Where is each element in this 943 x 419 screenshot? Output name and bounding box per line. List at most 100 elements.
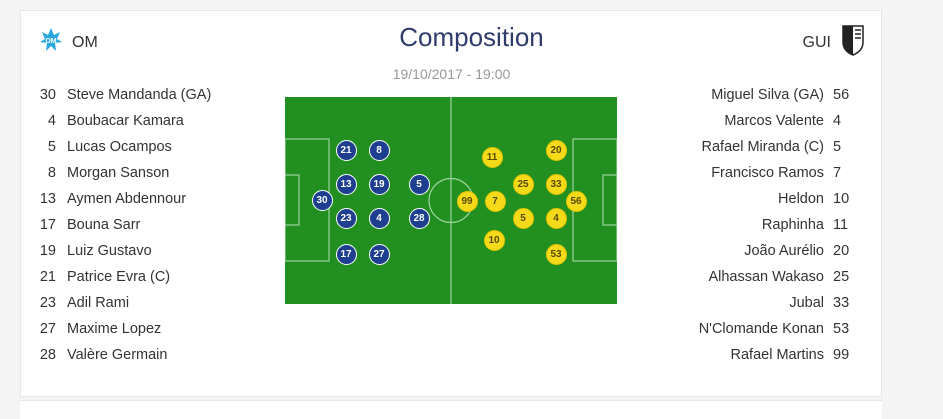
- page-title: Composition: [399, 22, 544, 52]
- player-number: 20: [833, 243, 850, 259]
- away-player-row: Rafael Martins 99: [699, 346, 859, 372]
- player-name: Bouna Sarr: [67, 217, 141, 233]
- home-player-row: 27 Maxime Lopez: [30, 320, 211, 346]
- player-number: 27: [39, 321, 56, 337]
- player-name: Marcos Valente: [724, 113, 824, 129]
- home-player-row: 17 Bouna Sarr: [30, 216, 211, 242]
- player-name: Valère Germain: [67, 347, 168, 363]
- player-name: Maxime Lopez: [67, 321, 162, 337]
- player-number: 23: [39, 295, 56, 311]
- player-number: 10: [833, 191, 850, 207]
- away-player-marker[interactable]: 25: [512, 173, 534, 195]
- player-number: 53: [833, 321, 850, 337]
- player-name: Rafael Miranda (C): [701, 139, 825, 155]
- away-player-row: Heldon 10: [699, 190, 859, 216]
- player-name: Alhassan Wakaso: [708, 269, 824, 285]
- home-team-name: OM: [72, 33, 98, 51]
- player-number: 99: [833, 347, 850, 363]
- player-name: Aymen Abdennour: [67, 191, 187, 207]
- player-number: 56: [833, 87, 850, 103]
- away-player-row: Miguel Silva (GA) 56: [699, 86, 859, 112]
- player-name: Francisco Ramos: [711, 165, 824, 181]
- player-number: 28: [39, 347, 56, 363]
- player-name: Luiz Gustavo: [67, 243, 152, 259]
- home-player-marker[interactable]: 28: [408, 207, 430, 229]
- player-number: 13: [39, 191, 56, 207]
- home-player-marker[interactable]: 23: [335, 207, 357, 229]
- away-player-marker[interactable]: 33: [545, 173, 567, 195]
- player-number: 30: [39, 87, 56, 103]
- away-player-row: Francisco Ramos 7: [699, 164, 859, 190]
- home-player-marker[interactable]: 13: [335, 173, 357, 195]
- player-name: N'Clomande Konan: [698, 321, 824, 337]
- player-name: Raphinha: [761, 217, 824, 233]
- match-date: 19/10/2017 - 19:00: [392, 66, 511, 82]
- home-player-row: 5 Lucas Ocampos: [30, 138, 211, 164]
- om-crest-icon: OM: [38, 26, 64, 59]
- home-player-marker[interactable]: 30: [311, 189, 333, 211]
- home-team-header: OM OM: [38, 26, 98, 59]
- home-player-marker[interactable]: 21: [335, 139, 357, 161]
- player-number: 4: [833, 113, 842, 129]
- player-name: Morgan Sanson: [67, 165, 170, 181]
- player-number: 5: [47, 139, 56, 155]
- player-number: 33: [833, 295, 850, 311]
- home-player-row: 8 Morgan Sanson: [30, 164, 211, 190]
- away-player-marker[interactable]: 5: [512, 207, 534, 229]
- player-name: Heldon: [778, 191, 824, 207]
- home-player-marker[interactable]: 5: [408, 173, 430, 195]
- player-name: Rafael Martins: [730, 347, 824, 363]
- player-number: 7: [833, 165, 842, 181]
- home-player-row: 23 Adil Rami: [30, 294, 211, 320]
- player-name: Jubal: [789, 295, 824, 311]
- player-number: 5: [833, 139, 842, 155]
- player-number: 11: [833, 217, 849, 233]
- away-player-row: Jubal 33: [699, 294, 859, 320]
- away-player-marker[interactable]: 4: [545, 207, 567, 229]
- home-player-marker[interactable]: 8: [368, 139, 390, 161]
- away-player-marker[interactable]: 53: [545, 243, 567, 265]
- away-team-header: GUI: [803, 24, 865, 61]
- home-player-marker[interactable]: 4: [368, 207, 390, 229]
- home-player-row: 19 Luiz Gustavo: [30, 242, 211, 268]
- away-player-row: João Aurélio 20: [699, 242, 859, 268]
- player-name: Steve Mandanda (GA): [67, 87, 212, 103]
- home-player-row: 13 Aymen Abdennour: [30, 190, 211, 216]
- player-number: 21: [39, 269, 56, 285]
- player-name: Miguel Silva (GA): [711, 87, 824, 103]
- gui-crest-icon: [841, 24, 865, 61]
- home-player-marker[interactable]: 27: [368, 243, 390, 265]
- away-player-marker[interactable]: 56: [565, 190, 587, 212]
- away-player-marker[interactable]: 7: [484, 190, 506, 212]
- player-number: 17: [39, 217, 56, 233]
- player-name: João Aurélio: [744, 243, 824, 259]
- away-player-row: Rafael Miranda (C) 5: [699, 138, 859, 164]
- away-player-row: Alhassan Wakaso 25: [699, 268, 859, 294]
- player-number: 19: [39, 243, 56, 259]
- home-player-row: 30 Steve Mandanda (GA): [30, 86, 211, 112]
- player-number: 8: [47, 165, 56, 181]
- away-team-name: GUI: [802, 33, 831, 51]
- home-player-row: 28 Valère Germain: [30, 346, 211, 372]
- away-player-marker[interactable]: 10: [483, 229, 505, 251]
- svg-text:OM: OM: [45, 38, 56, 45]
- home-player-marker[interactable]: 17: [335, 243, 357, 265]
- away-player-row: Marcos Valente 4: [699, 112, 859, 138]
- player-name: Lucas Ocampos: [67, 139, 172, 155]
- home-player-row: 21 Patrice Evra (C): [30, 268, 211, 294]
- away-player-marker[interactable]: 11: [481, 146, 503, 168]
- home-player-marker[interactable]: 19: [368, 173, 390, 195]
- away-player-marker[interactable]: 99: [456, 190, 478, 212]
- away-player-row: Raphinha 11: [699, 216, 859, 242]
- player-name: Boubacar Kamara: [67, 113, 184, 129]
- player-number: 25: [833, 269, 850, 285]
- player-name: Adil Rami: [67, 295, 130, 311]
- away-player-marker[interactable]: 20: [545, 139, 567, 161]
- away-player-row: N'Clomande Konan 53: [699, 320, 859, 346]
- player-name: Patrice Evra (C): [67, 269, 171, 285]
- bottom-strip: [20, 400, 882, 419]
